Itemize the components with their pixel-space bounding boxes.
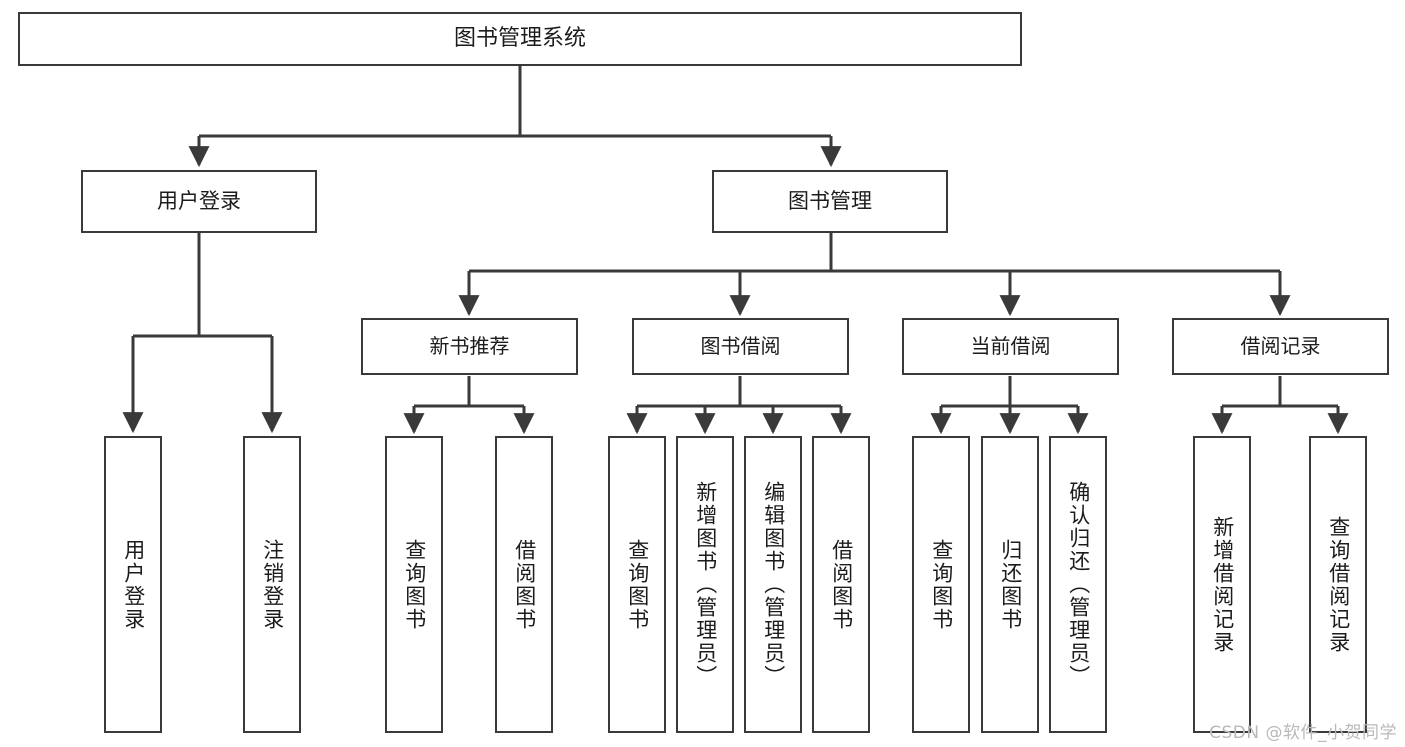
node-label: 新增图书（管理员） — [693, 481, 718, 688]
node-book-borrow[interactable]: 图书借阅 — [632, 318, 849, 375]
csdn-watermark: CSDN @软件_小贺同学 — [1209, 723, 1397, 743]
node-current-borrow[interactable]: 当前借阅 — [902, 318, 1119, 375]
leaf-query-borrow-record[interactable]: 查询借阅记录 — [1309, 436, 1367, 733]
node-label: 借阅图书 — [829, 538, 854, 631]
node-label: 图书管理系统 — [453, 25, 586, 51]
leaf-return-book[interactable]: 归还图书 — [981, 436, 1039, 733]
leaf-edit-book-admin[interactable]: 编辑图书（管理员） — [744, 436, 802, 733]
node-label: 用户登录 — [121, 538, 146, 631]
node-label: 用户登录 — [157, 188, 241, 213]
node-label: 归还图书 — [998, 538, 1023, 631]
node-label: 借阅图书 — [512, 538, 537, 631]
leaf-borrow-book-recommend[interactable]: 借阅图书 — [495, 436, 553, 733]
leaf-query-book-current[interactable]: 查询图书 — [912, 436, 970, 733]
node-label: 确认归还（管理员） — [1066, 481, 1091, 688]
leaf-confirm-return-admin[interactable]: 确认归还（管理员） — [1049, 436, 1107, 733]
leaf-query-book-borrow[interactable]: 查询图书 — [608, 436, 666, 733]
node-label: 借阅记录 — [1240, 334, 1321, 359]
node-label: 查询图书 — [929, 538, 954, 631]
node-label: 新增借阅记录 — [1210, 515, 1235, 654]
leaf-add-book-admin[interactable]: 新增图书（管理员） — [676, 436, 734, 733]
node-label: 查询借阅记录 — [1326, 515, 1351, 654]
node-label: 图书借阅 — [700, 334, 781, 359]
node-label: 查询图书 — [625, 538, 650, 631]
node-label: 新书推荐 — [429, 334, 510, 359]
node-label: 图书管理 — [788, 188, 872, 213]
node-label: 查询图书 — [402, 538, 427, 631]
node-label: 注销登录 — [260, 538, 285, 631]
node-user-login[interactable]: 用户登录 — [81, 170, 317, 233]
node-label: 编辑图书（管理员） — [761, 481, 786, 688]
leaf-user-login[interactable]: 用户登录 — [104, 436, 162, 733]
leaf-add-borrow-record[interactable]: 新增借阅记录 — [1193, 436, 1251, 733]
node-borrow-record[interactable]: 借阅记录 — [1172, 318, 1389, 375]
node-new-book-recommend[interactable]: 新书推荐 — [361, 318, 578, 375]
leaf-query-book-recommend[interactable]: 查询图书 — [385, 436, 443, 733]
leaf-user-logout[interactable]: 注销登录 — [243, 436, 301, 733]
node-book-management[interactable]: 图书管理 — [712, 170, 948, 233]
node-label: 当前借阅 — [970, 334, 1051, 359]
node-root-library-system[interactable]: 图书管理系统 — [18, 12, 1022, 66]
leaf-borrow-book[interactable]: 借阅图书 — [812, 436, 870, 733]
